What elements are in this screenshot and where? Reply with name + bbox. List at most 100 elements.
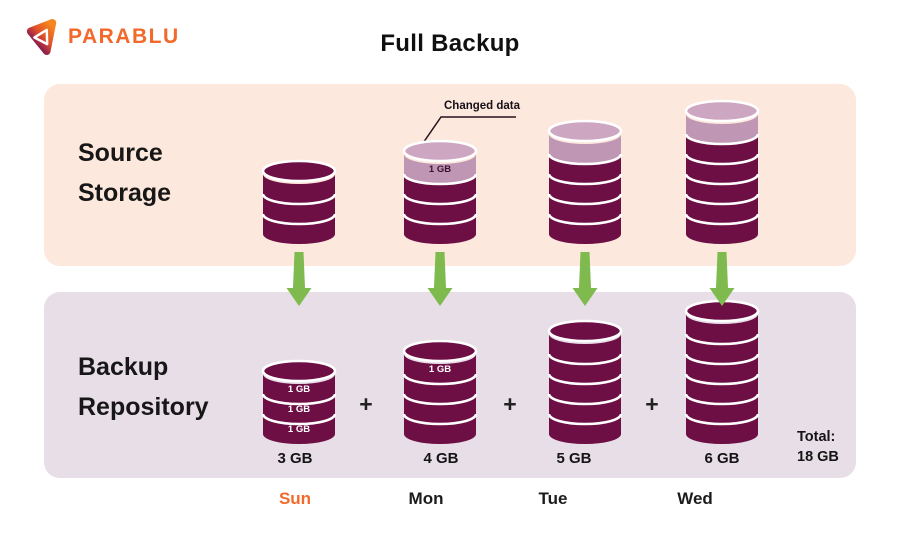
total-label: Total: [797,429,836,445]
disk-segment [404,374,476,404]
disk-segment [404,194,476,224]
disk-segment [404,414,476,444]
disk-separator [402,393,478,406]
disk-segment [549,154,621,184]
disk-separator [684,133,760,146]
disk-separator [547,213,623,226]
disk-separator [547,153,623,166]
day-label-sun: Sun [278,489,312,508]
disk-top-face [261,159,337,183]
disk-separator [684,373,760,386]
disk-segment [686,214,758,244]
disk-separator [684,193,760,206]
disk-segment [263,374,335,404]
backup-cylinder-wed [684,299,760,444]
day-label-tue: Tue [538,489,568,508]
disk-top-face [547,119,623,143]
disk-segment [549,214,621,244]
gb-total-wed: 6 GB [704,450,740,467]
disk-segment [263,174,335,204]
disk-segment [686,134,758,164]
down-arrow-icon [286,252,312,306]
disk-segment [404,174,476,204]
disk-segment [263,194,335,224]
source-cylinder-tue [547,119,623,244]
disk-top-face [684,99,760,123]
gb-total-tue: 5 GB [556,450,592,467]
disk-segment [549,394,621,424]
disk-segment [404,394,476,424]
disk-segment [404,214,476,244]
backup-cylinder-sun: 1 GB1 GB1 GB [261,359,337,444]
segment-size-label: 1 GB [288,424,310,435]
total-block: Total: 18 GB [797,427,839,467]
plus-sign: + [503,391,517,417]
disk-segment [686,374,758,404]
disk-separator [547,353,623,366]
disk-segment [686,414,758,444]
disk-segment [686,314,758,344]
disk-segment [263,394,335,424]
disk-segment [686,154,758,184]
disk-separator [684,353,760,366]
page-title: Full Backup [380,30,520,57]
disk-separator [261,393,337,406]
backup-label-line1: Backup [78,353,169,381]
down-arrow-icon [572,252,598,306]
disk-separator [684,413,760,426]
total-value: 18 GB [797,449,839,465]
disk-segment [686,334,758,364]
disk-segment [686,114,758,144]
disk-top-face [402,339,478,363]
disk-separator [261,193,337,206]
disk-segment [549,334,621,364]
segment-size-label: 1 GB [429,364,451,375]
down-arrow-icon [709,252,735,306]
disk-segment [549,134,621,164]
disk-segment [686,174,758,204]
backup-label-line2: Repository [78,393,209,421]
day-label-mon: Mon [408,489,444,508]
disk-segment [686,194,758,224]
disk-top-face [402,139,478,163]
source-cylinder-wed [684,99,760,244]
parablu-logo-icon [26,18,57,55]
disk-segment [549,174,621,204]
source-label-line2: Storage [78,179,172,207]
disk-separator [402,193,478,206]
source-label-line1: Source [78,139,163,167]
source-cylinder-mon: 1 GB [402,139,478,244]
disk-separator [684,213,760,226]
disk-segment [404,154,476,184]
backup-repository-label: Backup Repository [78,347,209,427]
disk-separator [261,413,337,426]
gb-total-sun: 3 GB [277,450,313,467]
disk-top-face [547,319,623,343]
gb-total-mon: 4 GB [423,450,459,467]
segment-size-label: 1 GB [288,404,310,415]
disk-separator [402,173,478,186]
day-label-wed: Wed [677,489,713,508]
disk-segment [549,194,621,224]
disk-separator [547,413,623,426]
disk-separator [402,413,478,426]
disk-separator [402,213,478,226]
segment-size-label: 1 GB [429,164,451,175]
disk-separator [547,173,623,186]
plus-sign: + [359,391,373,417]
disk-separator [547,373,623,386]
plus-sign: + [645,391,659,417]
disk-top-face [261,359,337,383]
disk-segment [549,354,621,384]
source-storage-label: Source Storage [78,133,171,213]
backup-cylinder-mon: 1 GB [402,339,478,444]
changed-data-annotation: Changed data [444,100,521,112]
disk-separator [684,173,760,186]
disk-separator [547,193,623,206]
disk-separator [684,393,760,406]
down-arrow-icon [427,252,453,306]
disk-segment [686,354,758,384]
brand-name: PARABLU [68,25,180,48]
